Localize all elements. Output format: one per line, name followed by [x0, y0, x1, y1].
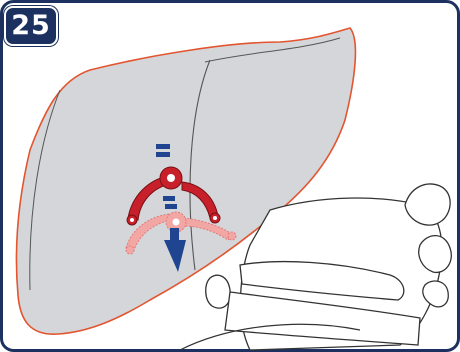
guide-dash-4: [165, 204, 177, 209]
guide-dash-1: [156, 144, 170, 149]
pin-right-hole: [213, 216, 217, 220]
guide-dash-3: [163, 196, 175, 201]
pin-left-hole: [130, 218, 134, 222]
step-number-badge: 25: [4, 6, 58, 46]
pin-center-hole: [167, 174, 175, 182]
guide-dash-2: [156, 152, 170, 157]
ghost-center-hole: [173, 219, 180, 226]
